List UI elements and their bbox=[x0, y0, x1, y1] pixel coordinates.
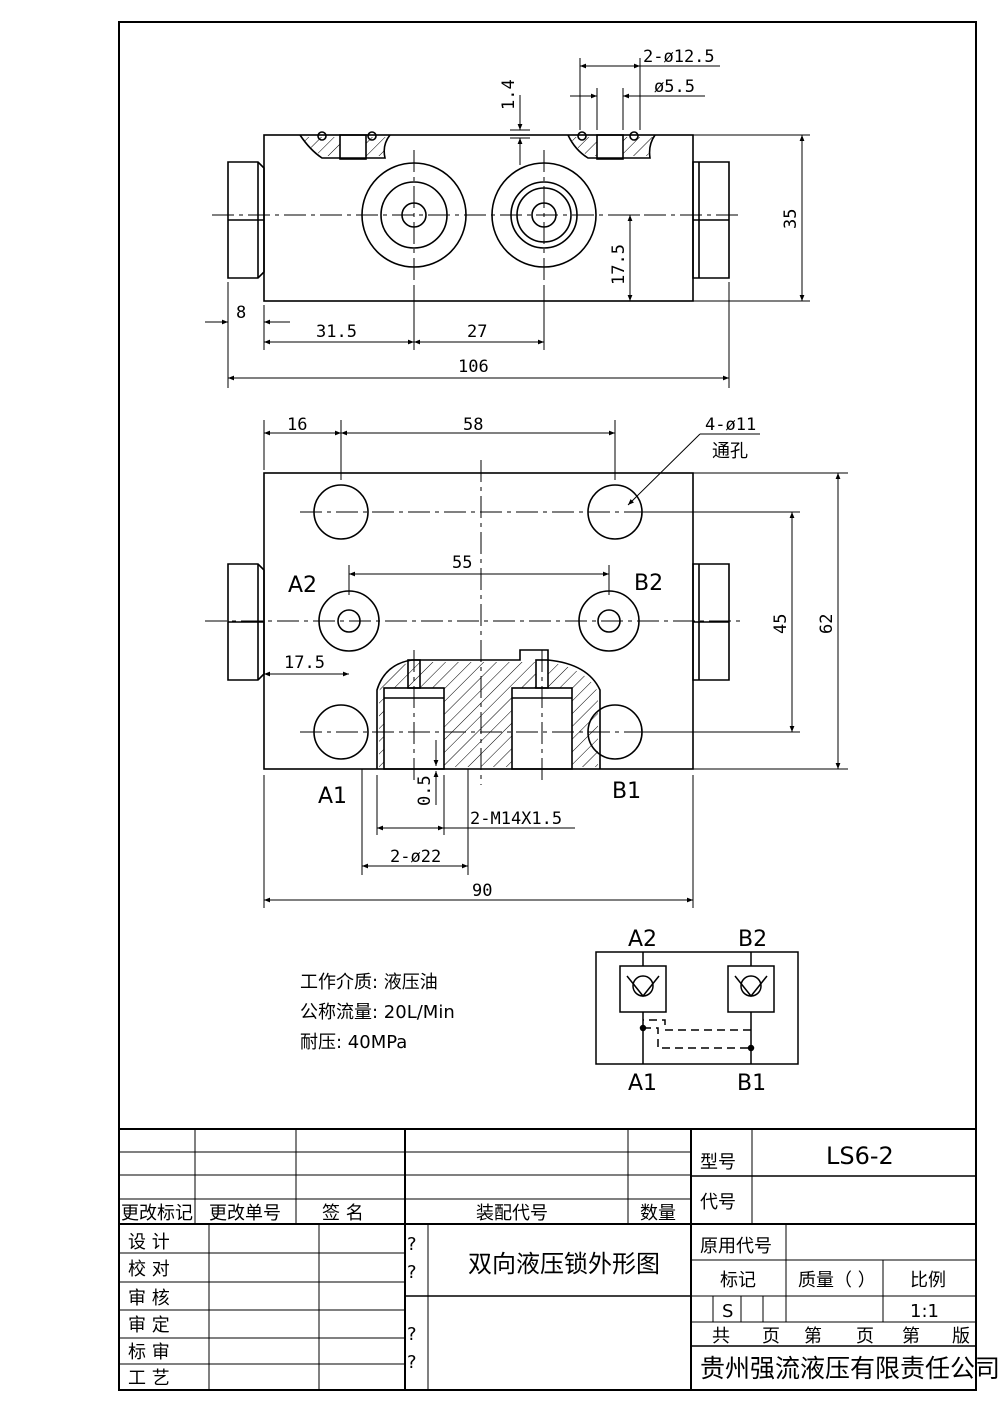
tb-qty: 数量 bbox=[640, 1203, 676, 1224]
spec-pressure: 耐压: 40MPa bbox=[300, 1032, 407, 1053]
tb-q4: ? bbox=[407, 1352, 417, 1373]
port-label-a1: A1 bbox=[318, 784, 347, 809]
tb-mark: 标记 bbox=[720, 1270, 756, 1291]
dim-17-5-front: 17.5 bbox=[284, 653, 325, 673]
tb-total: 共 bbox=[712, 1326, 730, 1347]
dim-8: 8 bbox=[236, 303, 246, 323]
sheet-border bbox=[118, 21, 977, 1391]
tb-std-review: 标 审 bbox=[128, 1342, 170, 1363]
top-view-hatch bbox=[302, 137, 653, 156]
tb-q2: ? bbox=[407, 1262, 417, 1283]
hydraulic-symbol-labels: A2 B2 A1 B1 bbox=[628, 927, 767, 1096]
front-view-hatch bbox=[379, 662, 598, 767]
dim-58: 58 bbox=[463, 415, 483, 435]
dim-4-dia-11: 4-ø11 bbox=[705, 415, 756, 435]
top-view-centerlines bbox=[212, 150, 742, 285]
tb-q1: ? bbox=[407, 1234, 417, 1255]
tb-mass: 质量（ ） bbox=[798, 1270, 876, 1291]
tb-page: 页 bbox=[762, 1326, 780, 1347]
port-label-b1: B1 bbox=[612, 779, 641, 804]
tb-check: 校 对 bbox=[128, 1259, 170, 1280]
tb-orig-code: 原用代号 bbox=[700, 1236, 772, 1257]
tb-model-label: 型号 bbox=[700, 1152, 736, 1173]
tb-rev-mark: 更改标记 bbox=[121, 1203, 193, 1224]
tb-scale-label: 比例 bbox=[910, 1270, 946, 1291]
tb-no2: 第 bbox=[902, 1326, 920, 1347]
dim-106: 106 bbox=[458, 357, 489, 377]
dim-45: 45 bbox=[771, 614, 791, 634]
title-block-text: 更改标记 更改单号 签 名 装配代号 数量 型号 LS6-2 代号 设 计 校 … bbox=[121, 1142, 1000, 1389]
specs: 工作介质: 液压油 公称流量: 20L/Min 耐压: 40MPa bbox=[300, 972, 455, 1053]
dim-2-dia-12-5: 2-ø12.5 bbox=[643, 47, 715, 67]
tb-rev-no: 更改单号 bbox=[209, 1203, 281, 1224]
dim-m14: 2-M14X1.5 bbox=[470, 809, 562, 829]
spec-medium: 工作介质: 液压油 bbox=[300, 972, 438, 993]
top-view bbox=[227, 131, 730, 302]
tb-model-value: LS6-2 bbox=[826, 1142, 894, 1170]
tb-company: 贵州强流液压有限责任公司 bbox=[700, 1354, 1000, 1383]
symbol-label-b1: B1 bbox=[737, 1071, 766, 1096]
tb-approve: 审 定 bbox=[128, 1315, 170, 1336]
dim-2-dia-22: 2-ø22 bbox=[390, 847, 441, 867]
tb-mark-value: S bbox=[722, 1301, 733, 1322]
dim-55: 55 bbox=[452, 553, 472, 573]
dim-62: 62 bbox=[817, 614, 837, 634]
front-view-dimensions bbox=[263, 420, 848, 908]
dim-27: 27 bbox=[467, 322, 487, 342]
tb-asm-code: 装配代号 bbox=[476, 1203, 548, 1224]
dim-1-4: 1.4 bbox=[499, 79, 519, 110]
dim-dia-5-5: ø5.5 bbox=[654, 77, 695, 97]
tb-code-label: 代号 bbox=[700, 1192, 736, 1213]
port-label-a2: A2 bbox=[288, 573, 317, 598]
tb-sign: 签 名 bbox=[322, 1203, 364, 1224]
tb-review: 审 核 bbox=[128, 1288, 170, 1309]
tb-process: 工 艺 bbox=[128, 1368, 170, 1389]
dim-90: 90 bbox=[472, 881, 492, 901]
tb-scale-value: 1:1 bbox=[910, 1301, 939, 1322]
hydraulic-symbol bbox=[595, 951, 799, 1065]
tb-version: 版 bbox=[952, 1326, 970, 1347]
port-label-b2: B2 bbox=[634, 571, 663, 596]
title-block-lines bbox=[119, 1128, 976, 1390]
dim-through-hole: 通孔 bbox=[712, 441, 748, 462]
front-view-dim-text: 16 58 4-ø11 通孔 55 45 62 17.5 0.5 2-M14X1… bbox=[284, 415, 837, 901]
spec-flow: 公称流量: 20L/Min bbox=[300, 1002, 455, 1023]
tb-q3: ? bbox=[407, 1324, 417, 1345]
top-view-dimensions bbox=[205, 58, 810, 388]
tb-drawing-title: 双向液压锁外形图 bbox=[468, 1250, 660, 1278]
dim-17-5-top: 17.5 bbox=[609, 244, 629, 285]
symbol-label-b2: B2 bbox=[738, 927, 767, 952]
tb-design: 设 计 bbox=[128, 1232, 170, 1253]
dim-0-5: 0.5 bbox=[415, 775, 435, 806]
symbol-label-a2: A2 bbox=[628, 927, 657, 952]
dim-31-5: 31.5 bbox=[316, 322, 357, 342]
front-view-centerlines bbox=[205, 460, 745, 785]
tb-page2: 页 bbox=[856, 1326, 874, 1347]
dim-35: 35 bbox=[781, 209, 801, 229]
dim-16: 16 bbox=[287, 415, 307, 435]
symbol-label-a1: A1 bbox=[628, 1071, 657, 1096]
top-view-dim-text: 2-ø12.5 ø5.5 1.4 35 17.5 8 31.5 27 106 bbox=[236, 47, 801, 377]
tb-no: 第 bbox=[804, 1326, 822, 1347]
